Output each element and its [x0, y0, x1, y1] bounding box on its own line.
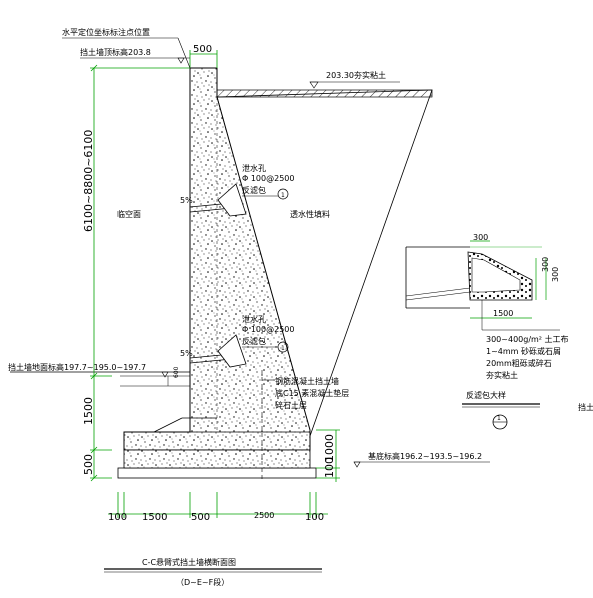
detail-layer-4: 夯实粘土 — [486, 370, 518, 380]
fill-top-hatch — [216, 89, 433, 98]
leveling-pad — [117, 467, 317, 479]
slope-upper: 5% — [180, 196, 193, 205]
retaining-wall-body — [117, 67, 317, 482]
bottom-dim-2: 1500 — [142, 512, 167, 523]
ground-small-dim: 600 — [173, 366, 180, 378]
drawing-subtitle: （D~E~F段） — [176, 577, 229, 587]
drain-hole-upper — [189, 183, 247, 217]
drain-hole-lower-title: 泄水孔 — [242, 314, 266, 324]
drain-hole-upper-spec: Φ 100@2500 — [242, 174, 294, 183]
fill-top-elevation: 203.30夯实粘土 — [326, 70, 386, 80]
top-width-dim: 500 — [193, 44, 212, 55]
right-dim-100: 100 — [323, 457, 336, 478]
right-dim-1000: 1000 — [323, 434, 336, 462]
airside-label: 临空面 — [117, 209, 141, 219]
drain-hole-upper-title: 泄水孔 — [242, 163, 266, 173]
drawing-title: C-C悬臂式挡土墙横断面图 — [142, 557, 236, 567]
drawing-title-block: C-C悬臂式挡土墙横断面图 （D~E~F段） — [104, 557, 322, 587]
wall-top-elevation: 挡土墙顶标高203.8 — [80, 47, 151, 57]
wall-material-3: 碎石土层 — [275, 400, 307, 410]
ground-elevation: 挡土墙地面标高197.7~195.0~197.7 — [8, 362, 146, 372]
base-elevation: 基底标高196.2~193.5~196.2 — [368, 451, 482, 461]
edge-cut-text: 挡土 — [578, 402, 593, 412]
bottom-dim-1: 100 — [108, 512, 127, 523]
permeable-fill-label: 透水性填料 — [290, 209, 330, 219]
detail-dim-top: 300 — [473, 233, 488, 242]
detail-dim-bottom: 1500 — [493, 309, 513, 318]
bottom-dim-3: 500 — [191, 512, 210, 523]
drain-hole-lower-spec: Φ 100@2500 — [242, 325, 294, 334]
ground-left — [10, 371, 190, 387]
svg-text:1: 1 — [281, 345, 285, 352]
wall-material-1: 钢筋混凝土挡土墙 — [275, 376, 339, 386]
drain-hole-lower — [189, 334, 247, 368]
left-bottom-dim: 500 — [82, 454, 95, 475]
filter-bag-upper — [217, 183, 247, 217]
left-heel-dim: 1500 — [82, 397, 95, 425]
detail-layer-1: 300~400g/m² 土工布 — [486, 334, 569, 344]
filter-bag-upper-label: 反滤包 — [242, 185, 266, 195]
slope-lower: 5% — [180, 349, 193, 358]
filter-bag-lower — [217, 334, 247, 368]
callout-circle-upper — [277, 188, 289, 200]
filter-bag-detail: 300 300 300 1500 300~400g/m² 土工布 1~4mm 砂… — [405, 233, 593, 430]
detail-layer-2: 1~4mm 砂砾或石屑 — [486, 346, 561, 356]
detail-layer-3: 20mm粗砾或碎石 — [486, 358, 552, 368]
wall-material-2: 底C15 素混凝土垫层 — [275, 388, 349, 398]
detail-dim-right-2: 300 — [551, 267, 560, 282]
callout-circle-lower — [277, 341, 289, 353]
detail-symbol: 1 — [497, 415, 501, 422]
filter-bag-lower-label: 反滤包 — [242, 336, 266, 346]
dimension-lines — [90, 50, 340, 518]
detail-title: 反滤包大样 — [466, 390, 506, 400]
labels: 水平定位坐标标注点位置 挡土墙顶标高203.8 500 203.30夯实粘土 泄… — [8, 27, 490, 523]
left-height-dim: 6100~8800~6100 — [82, 130, 95, 232]
detail-dim-right-1: 300 — [541, 257, 550, 272]
bottom-dim-4: 2500 — [254, 511, 274, 520]
svg-text:1: 1 — [281, 192, 285, 199]
bottom-dim-5: 100 — [305, 512, 324, 523]
horizontal-position-note: 水平定位坐标标注点位置 — [62, 27, 150, 37]
